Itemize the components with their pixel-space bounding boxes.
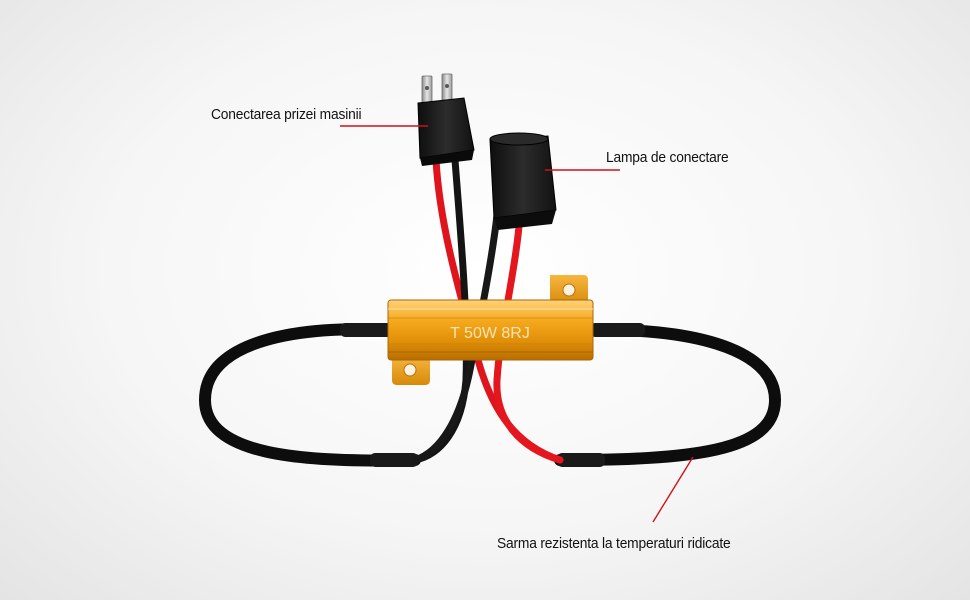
load-resistor: T 50W 8RJ: [387, 275, 594, 385]
label-car-plug-connection: Conectarea prizei masinii: [211, 106, 362, 123]
callout-line-wire: [652, 456, 694, 523]
braided-sleeve-loop: [198, 323, 782, 467]
lamp-connector: [489, 132, 557, 230]
callout-lines: [340, 125, 694, 523]
car-plug-connector: [417, 73, 475, 166]
resistor-marking: T 50W 8RJ: [450, 325, 530, 342]
label-lamp-connector: Lampa de conectare: [606, 149, 729, 166]
label-heat-resistant-wire: Sarma rezistenta la temperaturi ridicate: [497, 535, 731, 552]
